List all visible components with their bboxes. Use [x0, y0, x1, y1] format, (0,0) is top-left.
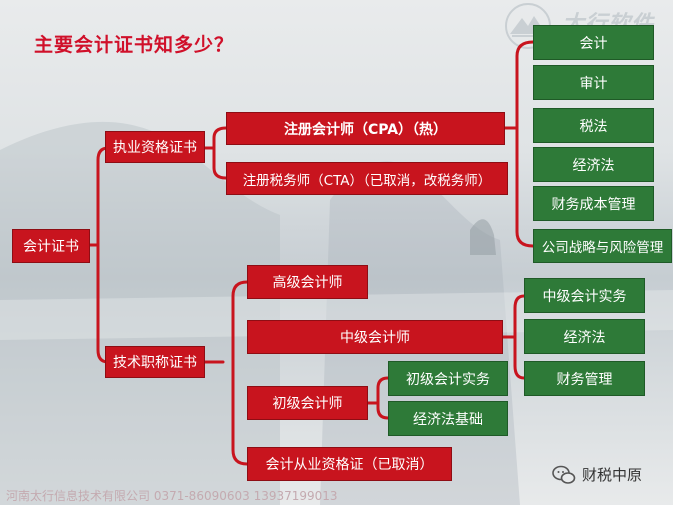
- wechat-icon: [552, 465, 576, 484]
- intermediate-subject: 中级会计实务: [524, 278, 645, 313]
- footer-contact: 河南太行信息技术有限公司 0371-86090603 13937199013: [6, 489, 338, 503]
- node-intermediate-accountant: 中级会计师: [247, 320, 503, 354]
- cpa-subject: 税法: [533, 108, 654, 143]
- cpa-subject: 经济法: [533, 147, 654, 182]
- node-accounting-qualification: 会计从业资格证（已取消）: [247, 447, 452, 481]
- branch-professional-qualification: 执业资格证书: [105, 131, 205, 163]
- root-node: 会计证书: [12, 229, 90, 263]
- junior-subject: 初级会计实务: [388, 361, 508, 396]
- node-cpa: 注册会计师（CPA）（热）: [226, 112, 505, 145]
- branch-technical-title: 技术职称证书: [105, 346, 205, 378]
- node-senior-accountant: 高级会计师: [247, 265, 368, 299]
- intermediate-subject: 财务管理: [524, 361, 645, 396]
- brand-watermark: 财税中原: [552, 464, 642, 485]
- intermediate-subject: 经济法: [524, 319, 645, 354]
- page-title: 主要会计证书知多少？: [34, 34, 235, 56]
- cpa-subject: 公司战略与风险管理: [533, 229, 672, 263]
- cpa-subject: 审计: [533, 65, 654, 100]
- junior-subject: 经济法基础: [388, 401, 508, 436]
- node-junior-accountant: 初级会计师: [247, 386, 368, 420]
- cpa-subject: 财务成本管理: [533, 186, 654, 221]
- cpa-subject: 会计: [533, 25, 654, 60]
- brand-text: 财税中原: [582, 466, 643, 484]
- node-cta: 注册税务师（CTA）（已取消，改税务师）: [226, 162, 508, 195]
